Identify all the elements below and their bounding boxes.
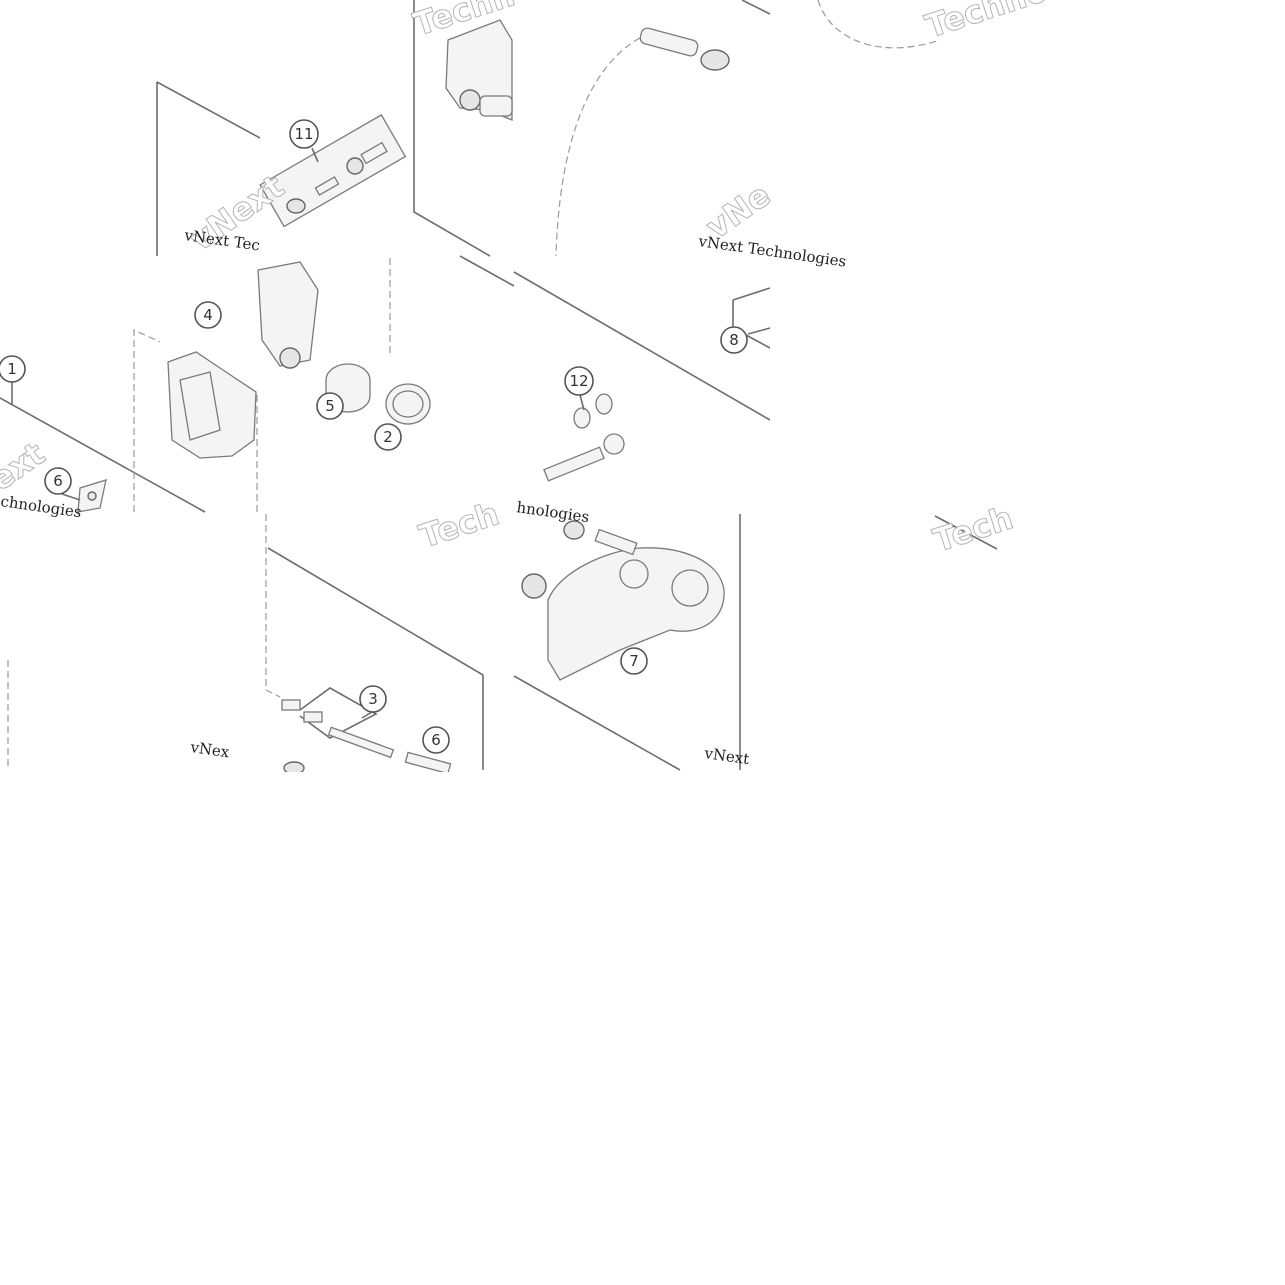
callout-number: 11 — [294, 125, 313, 143]
callout-number: 6 — [53, 472, 63, 490]
callout-11: 11 — [289, 119, 319, 149]
part-caliper-housing — [257, 19, 513, 369]
callout-number: 5 — [325, 397, 335, 415]
callout-leaders — [11, 147, 771, 719]
watermark-text: ext — [0, 434, 52, 498]
callout-number: 8 — [729, 331, 739, 349]
credit-text: vNext Tec — [182, 226, 261, 255]
callout-4: 4 — [194, 301, 222, 329]
callout-number: 12 — [569, 372, 588, 390]
callout-12: 12 — [564, 366, 594, 396]
callout-8: 8 — [720, 326, 748, 354]
callout-2: 2 — [374, 423, 402, 451]
part-caliper-carrier — [521, 520, 725, 681]
part-washers — [543, 393, 625, 482]
dashed-guides — [7, 0, 941, 770]
credit-text: vNex — [188, 738, 231, 761]
callout-3: 3 — [359, 685, 387, 713]
callout-1: 1 — [0, 355, 26, 383]
part-brake-pads — [167, 351, 257, 459]
callout-7: 7 — [620, 647, 648, 675]
part-brake-line — [639, 27, 730, 71]
callout-6-top: 6 — [44, 467, 72, 495]
part-guide-pins — [281, 687, 452, 775]
credit-text: hnologies — [515, 498, 590, 526]
callout-5: 5 — [316, 392, 344, 420]
watermark-text: Tech — [415, 494, 504, 555]
callout-number: 2 — [383, 428, 393, 446]
credit-text: vNext — [702, 744, 750, 768]
part-piston-seal — [385, 383, 431, 425]
callout-number: 7 — [629, 652, 639, 670]
part-piston — [325, 363, 371, 413]
callout-number: 1 — [7, 360, 17, 378]
callout-6-bottom: 6 — [422, 726, 450, 754]
callout-number: 3 — [368, 690, 378, 708]
watermark-text: Techno — [921, 0, 1052, 46]
callout-number: 4 — [203, 306, 213, 324]
credit-texts: vNext Tec vNext Technologies vNex vNext … — [0, 226, 848, 768]
part-pad-pin — [77, 479, 107, 513]
callout-number: 6 — [431, 731, 441, 749]
part-bleed-nipple-set — [259, 114, 407, 228]
